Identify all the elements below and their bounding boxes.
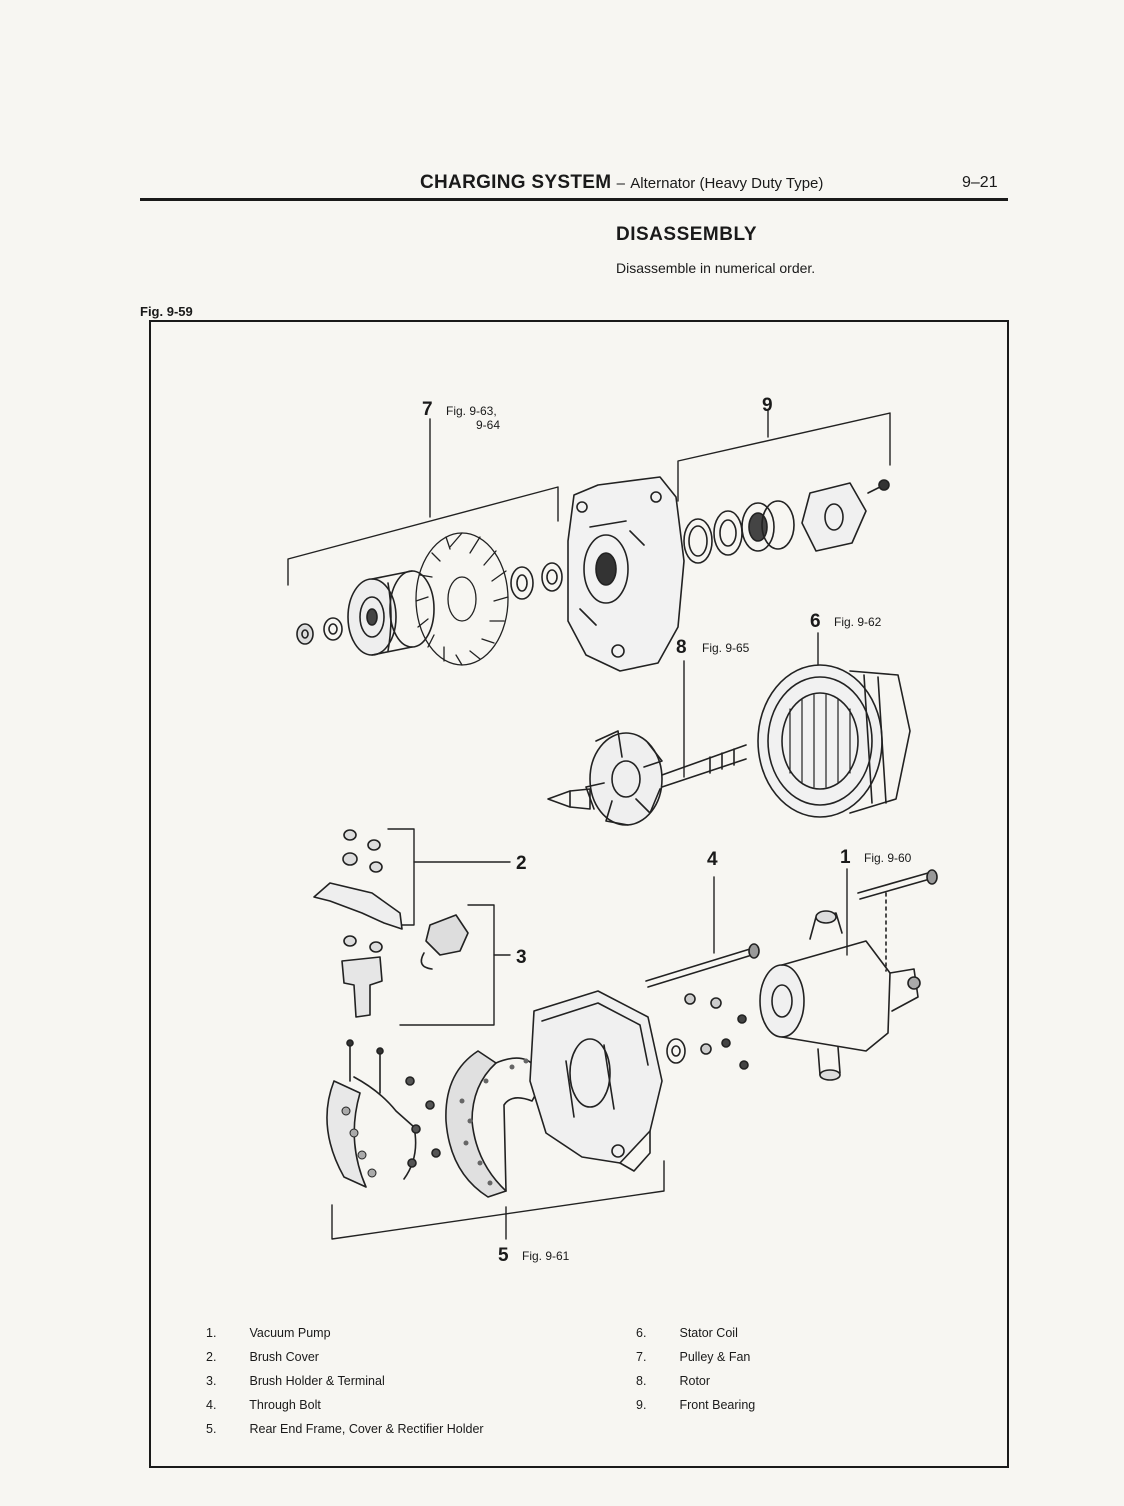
legend-item-6-label: Stator Coil [679, 1326, 738, 1340]
leader-lines [287, 410, 891, 1240]
callout-9-number: 9 [762, 395, 773, 416]
callout-4-number: 4 [707, 849, 718, 870]
legend-item-5: 5. Rear End Frame, Cover & Rectifier Hol… [206, 1422, 484, 1436]
callout-6: 6 Fig. 9-62 [810, 611, 882, 632]
legend-item-3-number: 3. [206, 1374, 217, 1388]
front-bearing-drawing [683, 479, 890, 564]
legend-item-3: 3. Brush Holder & Terminal [206, 1374, 385, 1388]
legend-item-9: 9. Front Bearing [636, 1398, 755, 1412]
callout-6-number: 6 [810, 611, 821, 632]
callout-3-number: 3 [516, 947, 527, 968]
callout-3: 3 [516, 947, 527, 968]
pulley-fan-drawing [296, 532, 509, 666]
through-bolt-drawing [645, 943, 760, 1070]
stator-coil-drawing [757, 664, 911, 818]
legend-item-7-number: 7. [636, 1350, 647, 1364]
legend-item-4-number: 4. [206, 1398, 217, 1412]
brush-cover-drawing [313, 829, 403, 930]
callout-8: 8 Fig. 9-65 [676, 637, 750, 658]
callout-2: 2 [516, 853, 527, 874]
legend-item-1: 1. Vacuum Pump [206, 1326, 331, 1340]
callout-9: 9 [762, 395, 773, 416]
rectifier-holder-drawing [326, 1039, 441, 1188]
legend-item-2-number: 2. [206, 1350, 217, 1364]
rotor-drawing [547, 730, 747, 826]
legend-item-2-label: Brush Cover [249, 1350, 319, 1364]
section-title: CHARGING SYSTEM [420, 172, 612, 193]
callout-8-ref: Fig. 9-65 [702, 641, 750, 655]
spacer-rings-drawing [510, 562, 563, 600]
legend-item-8: 8. Rotor [636, 1374, 710, 1388]
figure-frame [149, 320, 1009, 1468]
legend-item-2: 2. Brush Cover [206, 1350, 319, 1364]
subsection-title: Alternator (Heavy Duty Type) [630, 175, 824, 192]
callout-7: 7 Fig. 9-63, 9-64 [422, 399, 500, 432]
drive-end-frame-drawing [567, 476, 685, 672]
section-heading: DISASSEMBLY [616, 224, 757, 245]
callout-6-ref: Fig. 9-62 [834, 615, 882, 629]
legend-item-8-number: 8. [636, 1374, 647, 1388]
callout-8-number: 8 [676, 637, 687, 658]
callout-7-ref-line2: 9-64 [476, 418, 500, 432]
callout-1-ref: Fig. 9-60 [864, 851, 912, 865]
section-instruction: Disassemble in numerical order. [616, 260, 816, 276]
title-dash: – [616, 175, 625, 192]
header-rule [140, 198, 1008, 201]
callout-7-number: 7 [422, 399, 433, 420]
legend-item-6-number: 6. [636, 1326, 647, 1340]
callout-5: 5 Fig. 9-61 [498, 1245, 570, 1266]
legend-item-8-label: Rotor [679, 1374, 711, 1388]
callout-7-ref: Fig. 9-63, [446, 404, 497, 418]
legend-item-9-number: 9. [636, 1398, 647, 1412]
legend-item-1-number: 1. [206, 1326, 217, 1340]
callout-4: 4 [707, 849, 718, 870]
legend-item-6: 6. Stator Coil [636, 1326, 738, 1340]
callout-1: 1 Fig. 9-60 [840, 847, 912, 868]
figure-label: Fig. 9-59 [140, 304, 193, 319]
rectifier-cover-drawing [445, 1050, 543, 1198]
legend-item-7-label: Pulley & Fan [679, 1350, 751, 1364]
callout-2-number: 2 [516, 853, 527, 874]
callout-5-ref: Fig. 9-61 [522, 1249, 570, 1263]
exploded-diagram: 7 Fig. 9-63, 9-64 9 6 Fig. 9-62 8 Fig. 9… [287, 395, 938, 1266]
legend-item-9-label: Front Bearing [679, 1398, 756, 1412]
page-number: 9–21 [962, 174, 998, 191]
callout-5-number: 5 [498, 1245, 509, 1266]
legend-item-5-number: 5. [206, 1422, 217, 1436]
legend-item-7: 7. Pulley & Fan [636, 1350, 750, 1364]
brush-holder-drawing [341, 914, 469, 1018]
callout-1-number: 1 [840, 847, 851, 868]
legend-item-4-label: Through Bolt [249, 1398, 321, 1412]
vacuum-pump-drawing [759, 869, 938, 1081]
legend-item-4: 4. Through Bolt [206, 1398, 321, 1412]
page-header-title: CHARGING SYSTEM – Alternator (Heavy Duty… [420, 172, 823, 194]
legend-item-5-label: Rear End Frame, Cover & Rectifier Holder [249, 1422, 484, 1436]
rear-end-frame-drawing [529, 990, 686, 1172]
legend-item-1-label: Vacuum Pump [249, 1326, 331, 1340]
legend-item-3-label: Brush Holder & Terminal [249, 1374, 385, 1388]
